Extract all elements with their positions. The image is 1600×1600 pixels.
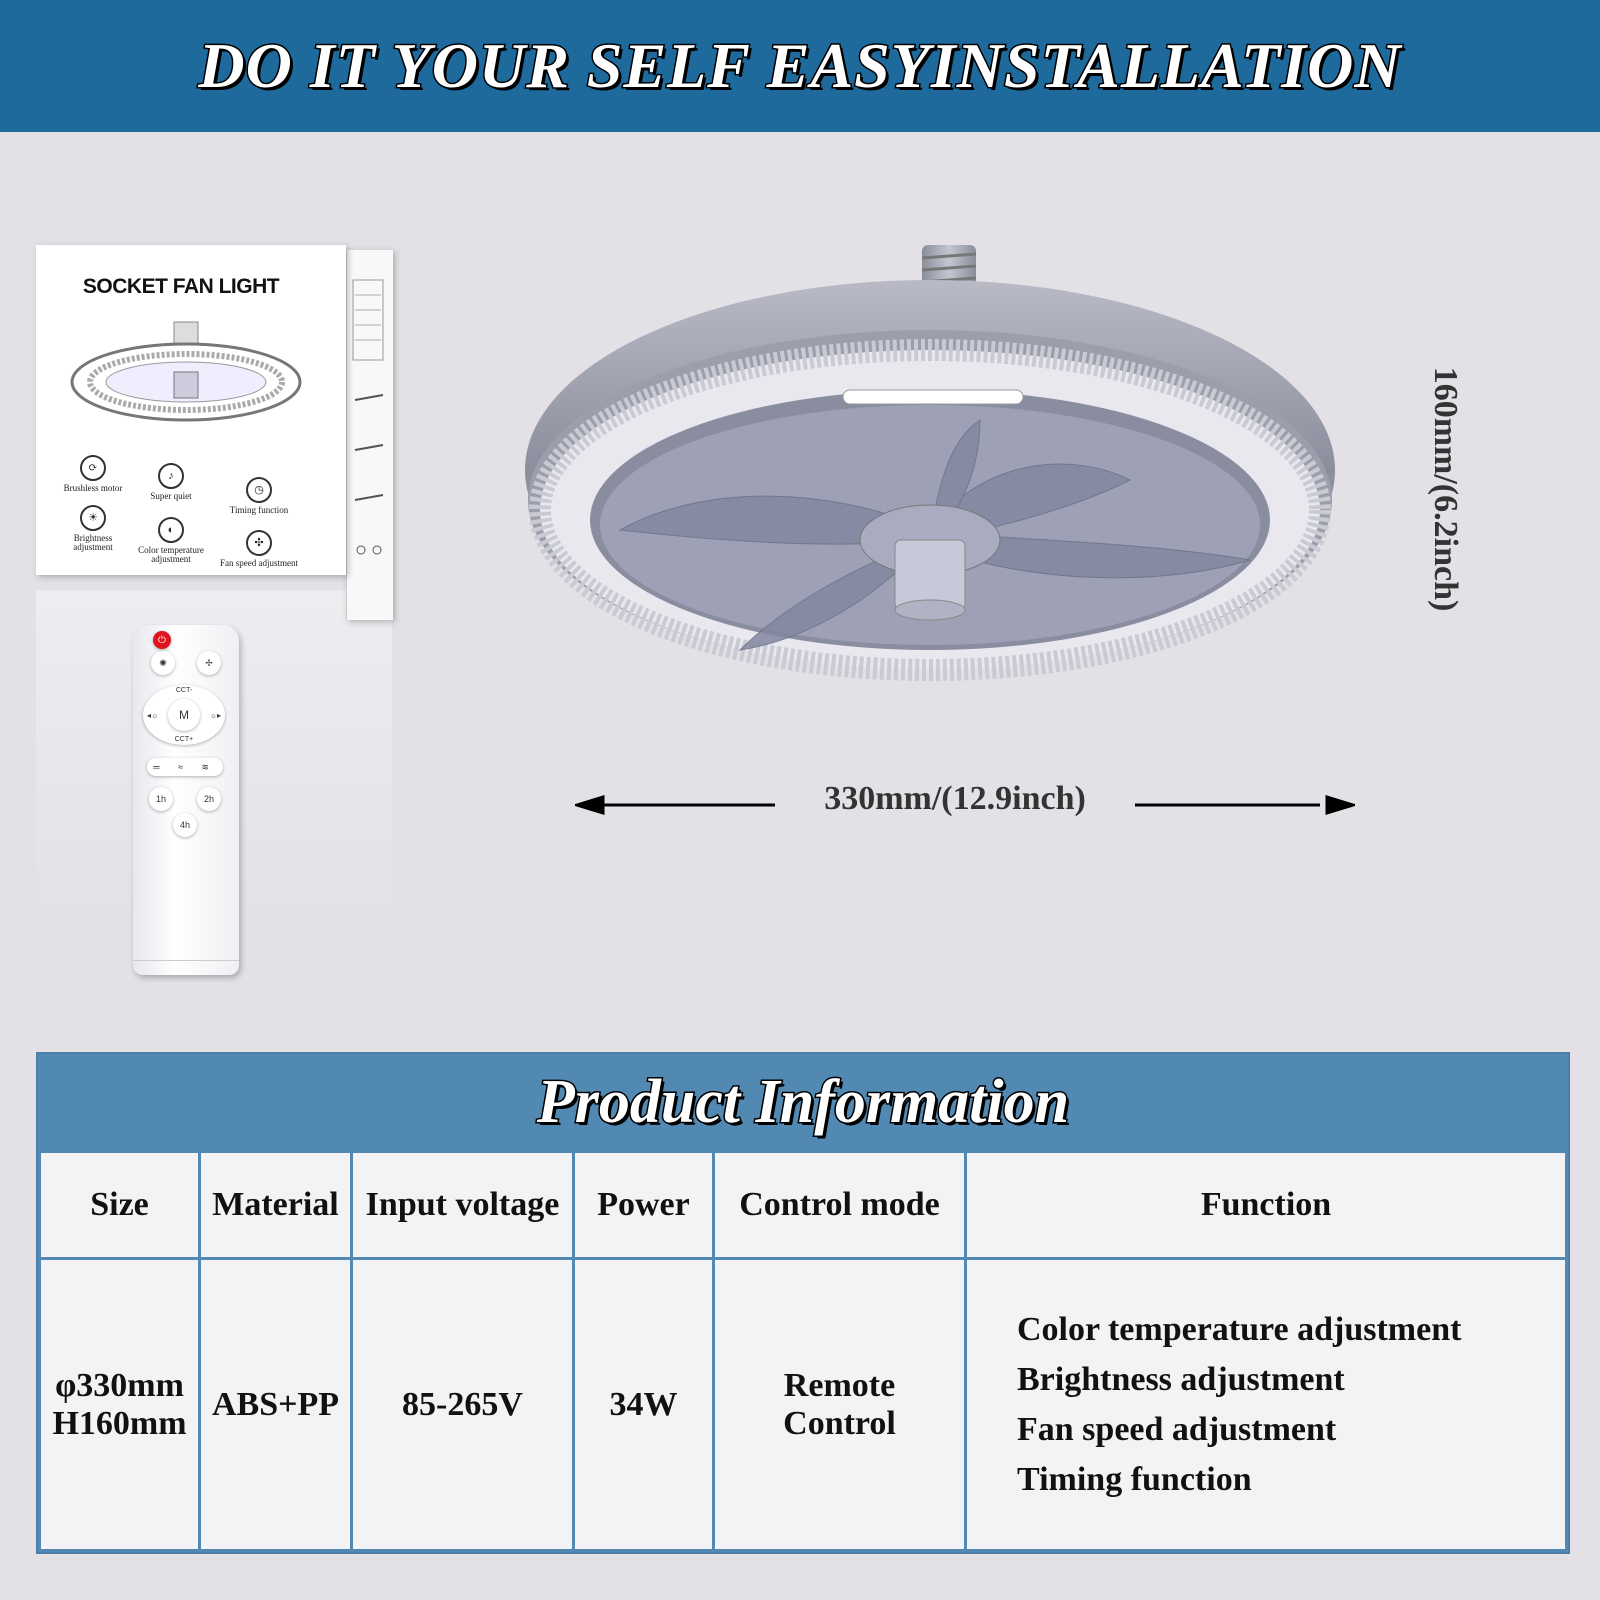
feature-fan-speed: ✣ Fan speed adjustment [219,530,299,568]
header-size: Size [38,1150,201,1260]
header-material: Material [198,1150,353,1260]
brightness-icon: ☀ [80,505,106,531]
fan-icon: ✢ [205,657,213,668]
remote-timer-4h-button[interactable]: 4h [173,813,197,837]
brightness-down-icon: ◂☼ [147,710,159,720]
width-dimension-label: 330mm/(12.9inch) [824,780,1086,817]
cell-voltage: 85-265V [350,1257,575,1552]
cct-up-label: CCT- [175,687,193,694]
feature-brushless-motor: ⟳ Brushless motor [53,455,133,493]
box-title: SOCKET FAN LIGHT [82,275,280,298]
cell-function: Color temperature adjustment Brightness … [964,1257,1568,1552]
product-box: SOCKET FAN LIGHT ⟳ Brushless motor ♪ Sup… [36,245,393,920]
control-line-1: Remote [783,1366,896,1404]
remote-speed-bar[interactable]: ═ ≈ ≋ [147,758,223,776]
function-item: Brightness adjustment [1017,1360,1345,1398]
feature-super-quiet: ♪ Super quiet [131,463,211,501]
cct-down-label: CCT+ [174,736,194,743]
feature-color-temp: ◐ Color temperature adjustment [131,517,211,564]
cell-power: 34W [572,1257,715,1552]
remote-timer-2h-button[interactable]: 2h [197,787,221,811]
feature-timing: ◷ Timing function [219,477,299,515]
timer-2h-label: 2h [203,794,214,804]
remote-mode-button[interactable]: M [168,699,200,731]
function-item: Fan speed adjustment [1017,1410,1337,1448]
remote-dpad: CCT- ◂☼ M ☼▸ CCT+ [143,685,225,745]
fan-speed-icon: ✣ [246,530,272,556]
brushless-motor-icon: ⟳ [80,455,106,481]
remote-battery-seam [133,960,239,961]
feature-brightness: ☀ Brightness adjustment [53,505,133,552]
brightness-up-icon: ☼▸ [209,710,221,720]
quiet-icon: ♪ [158,463,184,489]
header-function: Function [964,1150,1568,1260]
remote-power-button[interactable]: ⏻ [153,631,171,649]
mode-label: M [179,708,189,722]
ceiling-fan-illustration-icon [525,245,1335,681]
top-banner: DO IT YOUR SELF EASYINSTALLATION [0,0,1600,132]
remote-control: ⏻ ✺ ✢ CCT- ◂☼ M ☼▸ CCT+ ═ ≈ ≋ 1h 2h 4h [133,625,239,975]
timer-icon: ◷ [246,477,272,503]
cell-material: ABS+PP [198,1257,353,1552]
product-info-title: Product Information [535,1066,1070,1137]
table-row: φ330mm H160mm ABS+PP 85-265V 34W Remote … [38,1257,1568,1552]
control-line-2: Control [783,1404,896,1442]
remote-timer-1h-button[interactable]: 1h [149,787,173,811]
color-temp-icon: ◐ [158,517,184,543]
box-side-print-icon [352,279,384,555]
header-power: Power [572,1150,715,1260]
remote-fan-button[interactable]: ✢ [197,651,221,675]
box-side-panel [346,250,393,620]
product-info-panel: Product Information Size Material Input … [36,1052,1570,1554]
size-diameter: φ330mm [55,1366,184,1404]
header-input-voltage: Input voltage [350,1150,575,1260]
banner-title: DO IT YOUR SELF EASYINSTALLATION [197,29,1402,103]
header-control-mode: Control mode [712,1150,967,1260]
remote-light-button[interactable]: ✺ [151,651,175,675]
box-front: SOCKET FAN LIGHT ⟳ Brushless motor ♪ Sup… [36,245,346,575]
power-icon: ⏻ [158,634,166,646]
timer-4h-label: 4h [179,820,190,830]
box-fan-illustration-icon [70,321,302,422]
cell-size: φ330mm H160mm [38,1257,201,1552]
light-bulb-icon: ✺ [159,657,167,668]
width-dimension-arrow-icon [575,794,1355,816]
timer-1h-label: 1h [155,794,166,804]
height-dimension-label: 160mm/(6.2inch) [1427,366,1464,612]
function-item: Timing function [1017,1460,1252,1498]
fan-speed-levels-icon: ═ ≈ ≋ [153,761,217,772]
cell-control-mode: Remote Control [712,1257,967,1552]
size-height: H160mm [52,1404,187,1442]
product-info-table: Size Material Input voltage Power Contro… [38,1150,1568,1552]
table-header-row: Size Material Input voltage Power Contro… [38,1150,1568,1260]
function-item: Color temperature adjustment [1017,1310,1462,1348]
